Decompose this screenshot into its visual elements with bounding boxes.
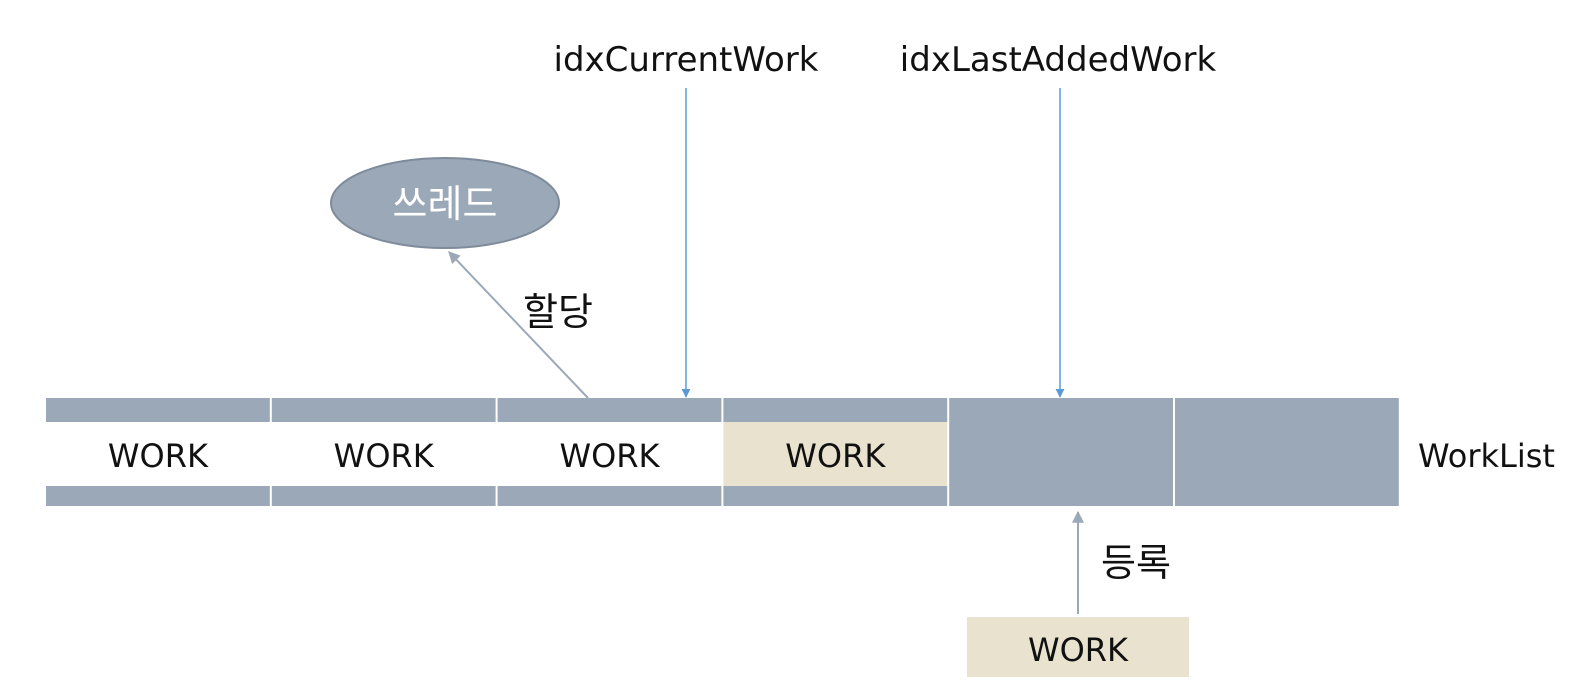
new-work-label: WORK (1028, 631, 1129, 669)
cell-top-bar (497, 398, 722, 422)
cell-top-bar (271, 398, 496, 422)
cell-bottom-bar (46, 486, 270, 506)
cell-body (723, 422, 948, 486)
work-list-cell-2: WORK (271, 398, 496, 506)
work-list-label: WorkList (1418, 437, 1555, 475)
work-cell-label: WORK (559, 437, 660, 475)
last-added-work-pointer-label: idxLastAddedWork (900, 40, 1217, 80)
cell-body (497, 422, 722, 486)
cell-body (46, 422, 270, 486)
empty-slot (1175, 398, 1399, 506)
cell-top-bar (723, 398, 948, 422)
work-list-cell-4: WORK (723, 398, 948, 506)
work-list-cell-1: WORK (46, 398, 270, 506)
cell-bottom-bar (723, 486, 948, 506)
cell-bottom-bar (497, 486, 722, 506)
register-label: 등록 (1101, 541, 1171, 585)
work-list-cell-5 (949, 398, 1173, 506)
work-cell-label: WORK (334, 437, 435, 475)
work-cell-label: WORK (108, 437, 209, 475)
assign-label: 할당 (523, 290, 593, 334)
work-list-cell-3: WORK (497, 398, 722, 506)
new-work-box (967, 617, 1189, 677)
work-list-cell-6 (1175, 398, 1399, 506)
empty-slot (949, 398, 1173, 506)
current-work-pointer-label: idxCurrentWork (554, 40, 819, 80)
thread-node (330, 157, 560, 249)
cell-bottom-bar (271, 486, 496, 506)
assign-arrow (448, 251, 589, 399)
cell-body (271, 422, 496, 486)
cell-top-bar (46, 398, 270, 422)
work-cell-label: WORK (785, 437, 886, 475)
thread-label: 쓰레드 (393, 182, 498, 226)
work-list: WORK WORK WORK WORK (46, 398, 1399, 506)
